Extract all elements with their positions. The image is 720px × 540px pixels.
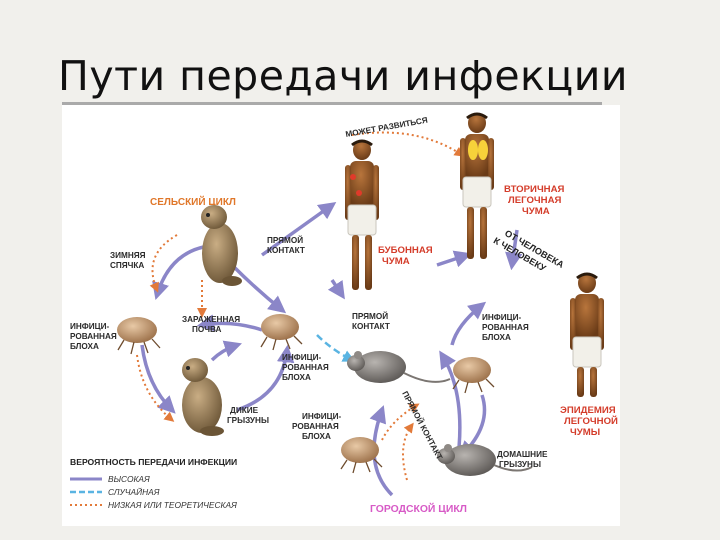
infected-flea-label-mid: ИНФИЦИ- РОВАННАЯ БЛОХА — [282, 353, 331, 382]
rat-center — [347, 351, 450, 383]
secondary-pneumonic-label: ВТОРИЧНАЯ ЛЕГОЧНАЯ ЧУМА — [504, 184, 567, 217]
direct-contact-label-2: ПРЯМОЙ КОНТАКТ — [352, 310, 390, 331]
flea-right — [453, 357, 494, 393]
wild-rodents-label: ДИКИЕ ГРЫЗУНЫ — [227, 406, 269, 425]
direct-contact-diagonal-label: ПРЯМОЙ КОНТАКТ — [400, 389, 446, 462]
may-develop-label: МОЖЕТ РАЗВИТЬСЯ — [345, 116, 429, 139]
diagram-canvas: СЕЛЬСКИЙ ЦИКЛ — [62, 105, 620, 526]
human-bubonic — [345, 140, 379, 290]
legend-title: ВЕРОЯТНОСТЬ ПЕРЕДАЧИ ИНФЕКЦИИ — [70, 457, 237, 467]
direct-contact-label-1: ПРЯМОЙ КОНТАКТ — [267, 234, 305, 255]
slide-title: Пути передачи инфекции — [58, 52, 628, 100]
infected-flea-label-left: ИНФИЦИ- РОВАННАЯ БЛОХА — [70, 322, 119, 351]
domestic-rodents-label: ДОМАШНИЕ ГРЫЗУНЫ — [497, 450, 550, 469]
ground-squirrel-bottom — [182, 358, 224, 436]
rural-cycle-title: СЕЛЬСКИЙ ЦИКЛ — [150, 195, 236, 208]
flea-left — [117, 317, 160, 354]
legend-label-low: НИЗКАЯ ИЛИ ТЕОРЕТИЧЕСКАЯ — [108, 500, 237, 510]
legend-label-occasional: СЛУЧАЙНАЯ — [108, 486, 160, 497]
flea-mid — [261, 314, 302, 350]
bubonic-plague-label: БУБОННАЯ ЧУМА — [378, 245, 435, 267]
human-epidemic — [570, 273, 604, 397]
infected-flea-label-bottom: ИНФИЦИ- РОВАННАЯ БЛОХА — [292, 412, 344, 441]
legend-label-high: ВЫСОКАЯ — [108, 474, 150, 484]
legend: ВЕРОЯТНОСТЬ ПЕРЕДАЧИ ИНФЕКЦИИ ВЫСОКАЯ СЛ… — [70, 457, 237, 510]
human-secondary — [460, 113, 494, 259]
infected-flea-label-right: ИНФИЦИ- РОВАННАЯ БЛОХА — [482, 313, 531, 342]
plague-transmission-diagram: СЕЛЬСКИЙ ЦИКЛ — [62, 105, 620, 526]
urban-cycle-title: ГОРОДСКОЙ ЦИКЛ — [370, 502, 467, 515]
human-to-human-label: ОТ ЧЕЛОВЕКА К ЧЕЛОВЕКУ — [492, 225, 568, 282]
ground-squirrel-top — [201, 205, 242, 286]
pneumonic-epidemic-label: ЭПИДЕМИЯ ЛЕГОЧНОЙ ЧУМЫ — [560, 405, 620, 438]
hibernation-label: ЗИМНЯЯ СПЯЧКА — [110, 251, 148, 270]
